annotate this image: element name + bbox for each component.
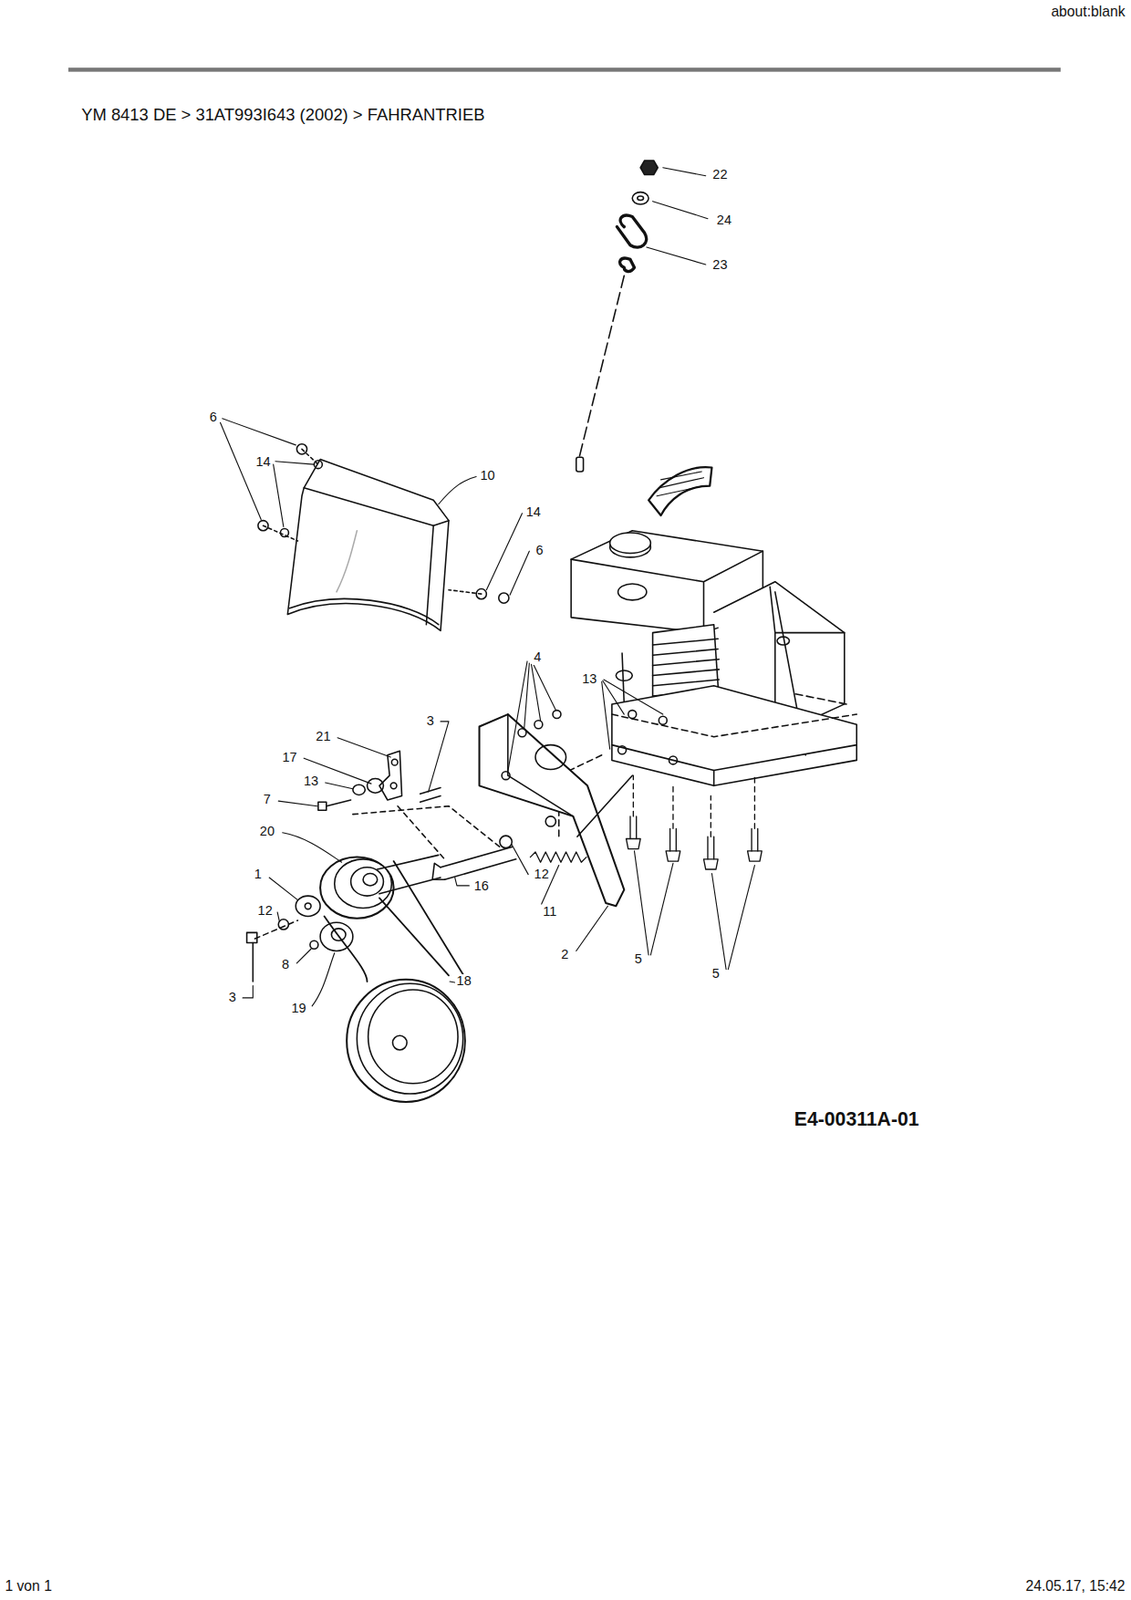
callout-number: 5: [632, 952, 644, 967]
callout-number: 12: [532, 867, 551, 882]
browser-header: about:blank: [1048, 4, 1127, 21]
callout-number: 3: [227, 990, 239, 1006]
page-footer: 24.05.17, 15:42: [1023, 1577, 1127, 1594]
callout-number: 6: [533, 543, 545, 559]
callout-number: 23: [710, 258, 729, 273]
callout-number: 8: [280, 957, 291, 973]
callout-number: 20: [258, 824, 277, 840]
callout-number: 10: [477, 468, 497, 484]
callout-number: 5: [710, 966, 722, 982]
callout-number: 14: [253, 455, 272, 470]
drawing-number: E4-00311A-01: [792, 1108, 922, 1130]
callout-number: 21: [313, 729, 333, 745]
callout-number: 19: [290, 1001, 309, 1017]
callout-number: 7: [261, 792, 273, 808]
callout-number: 4: [531, 650, 543, 665]
callout-number: 13: [580, 672, 599, 687]
callout-number: 13: [301, 774, 321, 789]
header-rule: [68, 67, 1061, 72]
callout-number: 12: [256, 903, 275, 919]
callout-number: 6: [207, 410, 219, 426]
callout-number: 11: [540, 904, 559, 920]
breadcrumb-title: YM 8413 DE > 31AT993I643 (2002) > FAHRAN…: [79, 105, 487, 125]
callout-number: 24: [715, 213, 734, 229]
callout-number: 14: [524, 505, 543, 520]
callout-number: 22: [710, 167, 729, 183]
callout-number: 3: [425, 714, 436, 729]
callout-number: 17: [280, 750, 299, 766]
page-footer: 1 von 1: [2, 1577, 53, 1594]
callout-number: 16: [472, 879, 491, 894]
callout-number: 18: [455, 974, 474, 989]
callout-number: 1: [252, 867, 264, 882]
callout-number: 2: [559, 947, 571, 963]
